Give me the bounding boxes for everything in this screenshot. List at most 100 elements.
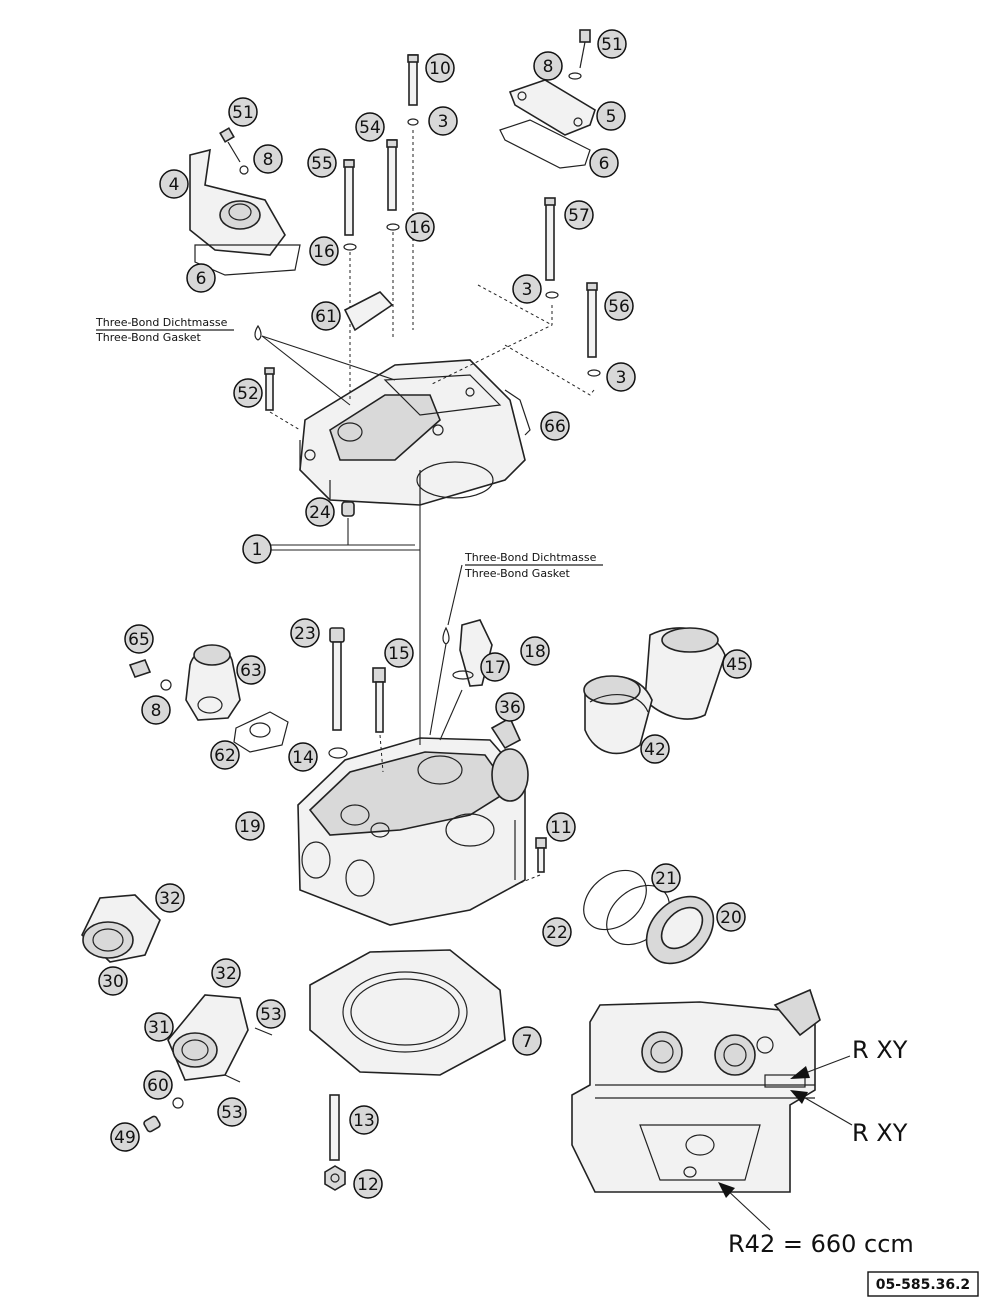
- callout-number: 30: [102, 972, 124, 992]
- callout-53: 53: [217, 1097, 247, 1127]
- stud-and-nut: [324, 1094, 346, 1191]
- callout-number: 45: [726, 655, 748, 675]
- callout-number: 16: [313, 242, 335, 262]
- callout-18: 18: [520, 636, 550, 666]
- callout-number: 6: [599, 154, 610, 174]
- callout-number: 63: [240, 661, 262, 681]
- head-cover-assembly: [299, 359, 526, 506]
- callout-16: 16: [309, 236, 339, 266]
- sealant-label-de-2: Three-Bond Dichtmasse: [464, 551, 597, 564]
- callout-6: 6: [186, 263, 216, 293]
- callout-number: 52: [237, 384, 259, 404]
- callout-number: 12: [357, 1175, 379, 1195]
- callout-number: 61: [315, 307, 337, 327]
- callout-20: 20: [716, 902, 746, 932]
- callout-3: 3: [606, 362, 636, 392]
- callout-number: 13: [353, 1111, 375, 1131]
- callout-number: 36: [499, 698, 521, 718]
- callout-31: 31: [144, 1012, 174, 1042]
- callout-number: 32: [215, 964, 237, 984]
- callout-21: 21: [651, 863, 681, 893]
- callout-22: 22: [542, 917, 572, 947]
- callout-11: 11: [546, 812, 576, 842]
- sealant-label-en: Three-Bond Gasket: [95, 331, 202, 344]
- callout-number: 8: [151, 701, 162, 721]
- callout-number: 1: [252, 540, 263, 560]
- callout-19: 19: [235, 811, 265, 841]
- callout-number: 62: [214, 746, 236, 766]
- callout-number: 7: [522, 1032, 533, 1052]
- callout-53: 53: [256, 999, 286, 1029]
- callout-14: 14: [288, 742, 318, 772]
- callout-number: 66: [544, 417, 566, 437]
- callout-63: 63: [236, 655, 266, 685]
- callout-65: 65: [124, 624, 154, 654]
- valve-cover-left: [189, 148, 301, 276]
- callout-number: 3: [616, 368, 627, 388]
- callout-number: 17: [484, 658, 506, 678]
- callout-16: 16: [405, 212, 435, 242]
- head-gasket: [309, 949, 506, 1076]
- sealant-note-upper: Three-Bond Dichtmasse Three-Bond Gasket: [95, 316, 396, 406]
- sealant-label-en-2: Three-Bond Gasket: [464, 567, 571, 580]
- callout-30: 30: [98, 966, 128, 996]
- callout-number: 49: [114, 1128, 136, 1148]
- callout-13: 13: [349, 1105, 379, 1135]
- callout-6: 6: [589, 148, 619, 178]
- callout-5: 5: [596, 101, 626, 131]
- callout-number: 8: [543, 57, 554, 77]
- callout-number: 55: [311, 154, 333, 174]
- top-cover-right: [499, 29, 596, 169]
- reference-box: [867, 1271, 979, 1297]
- callout-number: 51: [232, 103, 254, 123]
- callout-8: 8: [141, 695, 171, 725]
- callout-number: 8: [263, 150, 274, 170]
- assembly-leaders: [270, 500, 421, 745]
- cylinder-head: [297, 737, 529, 926]
- callout-8: 8: [533, 51, 563, 81]
- callout-number: 57: [568, 206, 590, 226]
- callout-17: 17: [480, 652, 510, 682]
- callout-66: 66: [540, 411, 570, 441]
- callout-61: 61: [311, 301, 341, 331]
- callout-49: 49: [110, 1122, 140, 1152]
- callout-number: 21: [655, 869, 677, 889]
- callout-number: 11: [550, 818, 572, 838]
- sealant-label-de: Three-Bond Dichtmasse: [95, 316, 228, 329]
- callout-number: 10: [429, 59, 451, 79]
- callout-number: 6: [196, 269, 207, 289]
- callout-8: 8: [253, 144, 283, 174]
- callout-number: 54: [359, 118, 381, 138]
- callout-4: 4: [159, 169, 189, 199]
- callout-number: 42: [644, 740, 666, 760]
- callout-number: 56: [608, 297, 630, 317]
- callout-number: 3: [438, 112, 449, 132]
- callout-number: 3: [522, 280, 533, 300]
- callout-number: 23: [294, 624, 316, 644]
- callout-number: 32: [159, 889, 181, 909]
- callout-62: 62: [210, 740, 240, 770]
- callout-54: 54: [355, 112, 385, 142]
- callout-number: 22: [546, 923, 568, 943]
- callout-number: 4: [169, 175, 180, 195]
- screw-left: [219, 127, 249, 175]
- callout-number: 18: [524, 642, 546, 662]
- callout-42: 42: [640, 734, 670, 764]
- inset-arrows: [718, 1055, 853, 1231]
- callout-23: 23: [290, 618, 320, 648]
- callout-36: 36: [495, 692, 525, 722]
- callout-56: 56: [604, 291, 634, 321]
- callout-number: 51: [601, 35, 623, 55]
- callout-51: 51: [597, 29, 627, 59]
- callout-1: 1: [242, 534, 272, 564]
- callout-number: 24: [309, 503, 331, 523]
- callout-52: 52: [233, 378, 263, 408]
- callout-45: 45: [722, 649, 752, 679]
- callout-3: 3: [512, 274, 542, 304]
- callout-number: 65: [128, 630, 150, 650]
- callout-number: 14: [292, 748, 314, 768]
- callout-number: 53: [260, 1005, 282, 1025]
- callout-32: 32: [211, 958, 241, 988]
- callout-number: 19: [239, 817, 261, 837]
